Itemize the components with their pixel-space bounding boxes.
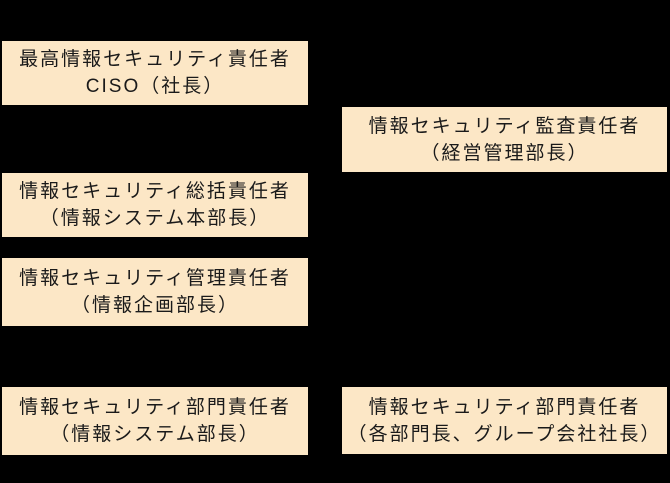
org-box-title: 情報セキュリティ部門責任者 (19, 397, 291, 418)
org-box-title: 情報セキュリティ総括責任者 (19, 181, 291, 202)
org-box-title: 情報セキュリティ部門責任者 (368, 396, 641, 418)
org-box-department-left: 情報セキュリティ部門責任者 （情報システム部長） (2, 387, 308, 455)
org-box-subtitle: CISO（社長） (85, 76, 225, 97)
org-box-ciso: 最高情報セキュリティ責任者 CISO（社長） (2, 41, 308, 105)
org-box-subtitle: （情報システム本部長） (39, 208, 271, 229)
org-box-subtitle: （各部門長、グループ会社社長） (347, 423, 662, 445)
org-box-audit: 情報セキュリティ監査責任者 （経営管理部長） (342, 107, 667, 172)
org-box-subtitle: （情報システム部長） (50, 424, 260, 445)
org-box-subtitle: （情報企画部長） (70, 295, 239, 316)
org-box-supervising: 情報セキュリティ総括責任者 （情報システム本部長） (2, 173, 308, 237)
org-box-subtitle: （経営管理部長） (420, 142, 589, 164)
org-box-managing: 情報セキュリティ管理責任者 （情報企画部長） (2, 258, 308, 326)
org-box-title: 情報セキュリティ監査責任者 (368, 115, 641, 137)
org-box-department-right: 情報セキュリティ部門責任者 （各部門長、グループ会社社長） (342, 387, 667, 454)
org-box-title: 情報セキュリティ管理責任者 (19, 268, 291, 289)
org-box-title: 最高情報セキュリティ責任者 (19, 49, 291, 70)
